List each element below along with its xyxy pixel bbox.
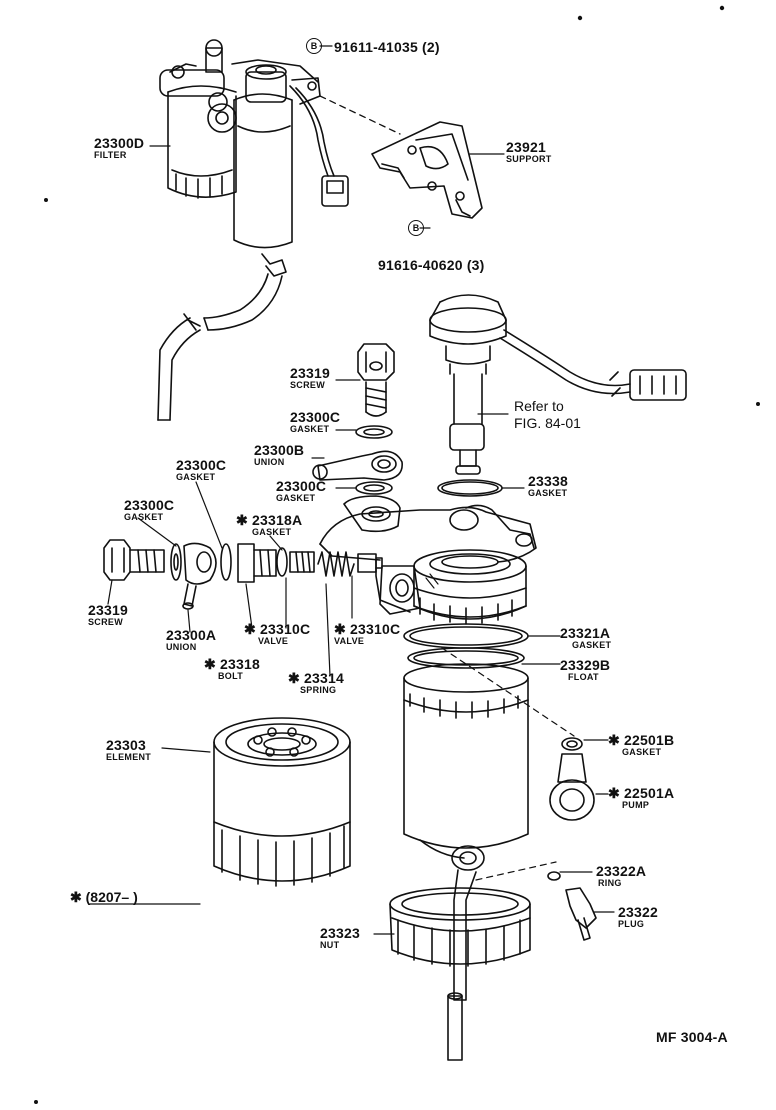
callout-22501b-name: GASKET — [622, 747, 662, 757]
callout-23300c-a-number: 23300C — [290, 409, 341, 425]
diagram-code: MF 3004-A — [656, 1029, 728, 1045]
callout-23300d-number: 23300D — [94, 135, 145, 151]
filter-element-drawing — [213, 717, 351, 887]
callout-23318-name: BOLT — [218, 671, 244, 681]
callout-23318-number: ✱ 23318 — [204, 656, 260, 672]
callout-23338-name: GASKET — [528, 488, 568, 498]
callout-23319-top-name: SCREW — [290, 380, 325, 390]
callout-23300a-number: 23300A — [166, 627, 217, 643]
callout-23300c-a-name: GASKET — [290, 424, 330, 434]
callout-23310c-2-name: VALVE — [334, 636, 365, 646]
callout-22501b-number: ✱ 22501B — [608, 732, 675, 748]
water-level-sensor-drawing — [429, 294, 687, 475]
callout-23329b-name: FLOAT — [568, 672, 599, 682]
callout-23921-name: SUPPORT — [506, 154, 552, 164]
callout-23303-number: 23303 — [106, 737, 146, 753]
callout-23300b-number: 23300B — [254, 442, 305, 458]
callout-91616-40620: 91616-40620 (3) — [378, 257, 485, 273]
callout-23300c-d-name: GASKET — [124, 512, 164, 522]
callout-23318a-name: GASKET — [252, 527, 292, 537]
retaining-nut-drawing — [389, 887, 531, 967]
callout-23921-number: 23921 — [506, 139, 546, 155]
callout-23323-name: NUT — [320, 940, 340, 950]
callout-22501a-number: ✱ 22501A — [608, 785, 675, 801]
banjo-bolt-top-drawing — [312, 343, 403, 495]
callout-23322a-name: RING — [598, 878, 622, 888]
callout-23300c-b-number: 23300C — [276, 478, 327, 494]
callout-23300b-name: UNION — [254, 457, 285, 467]
callout-23321a-number: 23321A — [560, 625, 611, 641]
callout-23300c-b-name: GASKET — [276, 493, 316, 503]
callout-23329b-number: 23329B — [560, 657, 611, 673]
callout-23321a-name: GASKET — [572, 640, 612, 650]
priming-pump-drawing — [549, 737, 595, 821]
callout-23322-name: PLUG — [618, 919, 645, 929]
callout-23300a-name: UNION — [166, 642, 197, 652]
callout-23310c-1-name: VALVE — [258, 636, 289, 646]
callout-23300c-c-number: 23300C — [176, 457, 227, 473]
callout-23323-number: 23323 — [320, 925, 360, 941]
drain-tube-drawing — [447, 995, 463, 1061]
callout-23314-name: SPRING — [300, 685, 337, 695]
circle-b-icon: B — [306, 38, 322, 54]
filter-assembly-drawing — [157, 39, 483, 421]
float-23329b-drawing — [407, 647, 525, 669]
callout-23319-top-number: 23319 — [290, 365, 330, 381]
callout-23322a-number: 23322A — [596, 863, 647, 879]
callout-23314-number: ✱ 23314 — [288, 670, 344, 686]
callout-91611-41035: 91611-41035 (2) — [334, 39, 440, 55]
callout-23319-left-number: 23319 — [88, 602, 128, 618]
refer-to-text: Refer to — [514, 398, 564, 414]
leader-lines — [89, 45, 615, 935]
callout-23310c-1-number: ✱ 23310C — [244, 621, 311, 637]
filter-bowl-drawing — [403, 663, 529, 1001]
valve-stack-drawing — [103, 539, 383, 610]
drain-plug-drawing — [547, 871, 597, 941]
circle-b-icon: B — [408, 220, 424, 236]
callout-23338-number: 23338 — [528, 473, 568, 489]
production-date-note: ✱ (8207– ) — [70, 889, 138, 905]
refer-fig-text: FIG. 84-01 — [514, 415, 581, 431]
callout-23300c-c-name: GASKET — [176, 472, 216, 482]
callout-23300c-d-number: 23300C — [124, 497, 175, 513]
callout-23303-name: ELEMENT — [106, 752, 152, 762]
callout-23318a-number: ✱ 23318A — [236, 512, 303, 528]
callout-22501a-name: PUMP — [622, 800, 650, 810]
callout-23300d-name: FILTER — [94, 150, 127, 160]
callout-23310c-2-number: ✱ 23310C — [334, 621, 401, 637]
callout-23322-number: 23322 — [618, 904, 658, 920]
callout-23319-left-name: SCREW — [88, 617, 123, 627]
